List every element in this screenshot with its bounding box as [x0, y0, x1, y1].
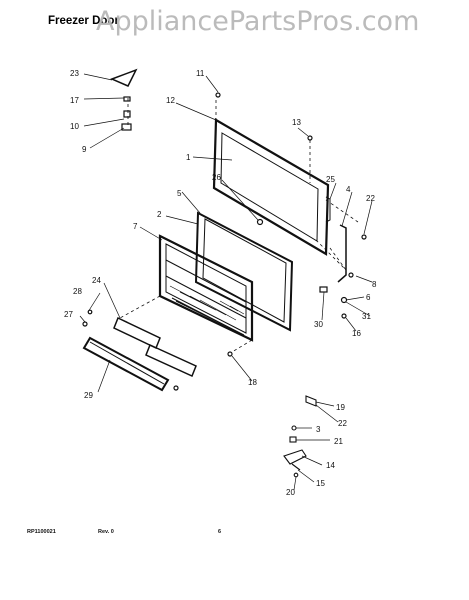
callout-4: 4 — [346, 185, 351, 194]
watermark-text: AppliancePartsPros.com — [96, 6, 420, 37]
footer-revision: Rev. 0 — [98, 529, 114, 535]
diagram-title: Freezer Door — [48, 15, 119, 27]
callout-31: 31 — [362, 312, 371, 321]
callout-labels: 1 2 3 4 5 6 7 8 9 10 11 12 13 14 15 16 1… — [64, 69, 377, 497]
footer-part-code: RP1100021 — [27, 529, 56, 535]
callout-26: 26 — [212, 173, 221, 182]
hinge-bracket — [325, 196, 347, 283]
callout-19: 19 — [336, 403, 345, 412]
callout-16: 16 — [352, 329, 361, 338]
door-handle — [82, 336, 170, 392]
callout-24: 24 — [92, 276, 101, 285]
callout-2: 2 — [157, 210, 162, 219]
callout-5: 5 — [177, 189, 182, 198]
callout-27: 27 — [64, 310, 73, 319]
callout-30: 30 — [314, 320, 323, 329]
callout-10: 10 — [70, 122, 79, 131]
callout-3: 3 — [316, 425, 321, 434]
callout-8: 8 — [372, 280, 377, 289]
callout-7: 7 — [133, 222, 138, 231]
callout-18: 18 — [248, 378, 257, 387]
door-gasket — [194, 211, 294, 332]
lower-hinge-group — [283, 395, 317, 478]
callout-6: 6 — [366, 293, 371, 302]
callout-12: 12 — [166, 96, 175, 105]
hardware-parts — [82, 92, 367, 391]
callout-14: 14 — [326, 461, 335, 470]
top-clip — [110, 68, 138, 87]
callout-17: 17 — [70, 96, 79, 105]
door-bin — [113, 316, 197, 378]
callout-11: 11 — [196, 69, 205, 78]
callout-22b: 22 — [338, 419, 347, 428]
callout-23: 23 — [70, 69, 79, 78]
callout-20: 20 — [286, 488, 295, 497]
callout-9: 9 — [82, 145, 87, 154]
callout-25: 25 — [326, 175, 335, 184]
callout-21: 21 — [334, 437, 343, 446]
footer-page-number: 6 — [218, 529, 222, 535]
callout-13: 13 — [292, 118, 301, 127]
door-inner-panel — [158, 234, 254, 342]
callout-15: 15 — [316, 479, 325, 488]
callout-29: 29 — [84, 391, 93, 400]
callout-28: 28 — [73, 287, 82, 296]
callout-22a: 22 — [366, 194, 375, 203]
callout-1: 1 — [186, 153, 191, 162]
